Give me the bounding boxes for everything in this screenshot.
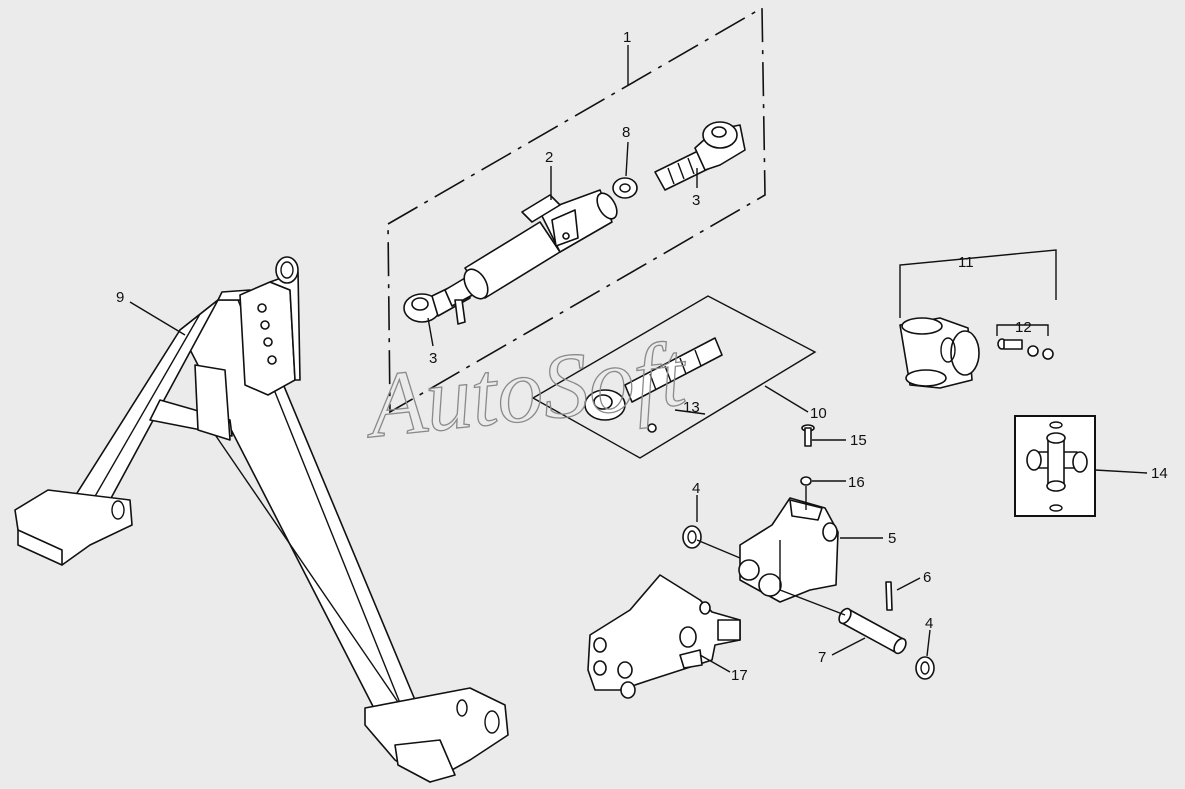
bolt-part	[997, 338, 1054, 360]
callout-4-right: 4	[925, 615, 933, 632]
a-frame-part	[14, 256, 509, 783]
callout-labels: 1 2 3 3 4 4 5 6 7 8 9 10 11 12 13 14 15 …	[116, 29, 1168, 684]
leader-lines	[129, 45, 1148, 673]
callout-14: 14	[1151, 465, 1168, 482]
callout-12: 12	[1015, 319, 1032, 336]
eye-bolt-part	[584, 337, 723, 433]
callout-6: 6	[923, 569, 931, 586]
bracket-17-part	[587, 574, 741, 699]
callout-8: 8	[622, 124, 630, 141]
callout-3-left: 3	[429, 350, 437, 367]
universal-joint-part	[1026, 421, 1088, 512]
callout-3-right: 3	[692, 192, 700, 209]
callout-11: 11	[958, 254, 974, 271]
bracket-part	[738, 497, 839, 603]
callout-10: 10	[810, 405, 827, 422]
callout-9: 9	[116, 289, 124, 306]
callout-13: 13	[683, 399, 700, 416]
split-pin-part	[885, 581, 893, 611]
callout-16: 16	[848, 474, 865, 491]
callout-5: 5	[888, 530, 896, 547]
callout-1: 1	[623, 29, 631, 46]
eye-bolt-box	[531, 295, 817, 459]
callout-17: 17	[731, 667, 748, 684]
callout-2: 2	[545, 149, 553, 166]
callout-15: 15	[850, 432, 867, 449]
svg-text:AutoSoft: AutoSoft	[358, 322, 692, 457]
autosoft-watermark: AutoSoft	[358, 321, 693, 458]
washer-left-part	[682, 525, 702, 549]
top-link-box	[387, 6, 766, 414]
nut-16-part	[800, 476, 812, 510]
bolt-15-part	[801, 424, 815, 447]
pin-part	[838, 607, 907, 655]
callout-7: 7	[818, 649, 826, 666]
yoke-part	[899, 317, 980, 389]
top-link-part	[403, 121, 746, 325]
callout-4-left: 4	[692, 480, 700, 497]
washer-right-part	[915, 656, 935, 680]
